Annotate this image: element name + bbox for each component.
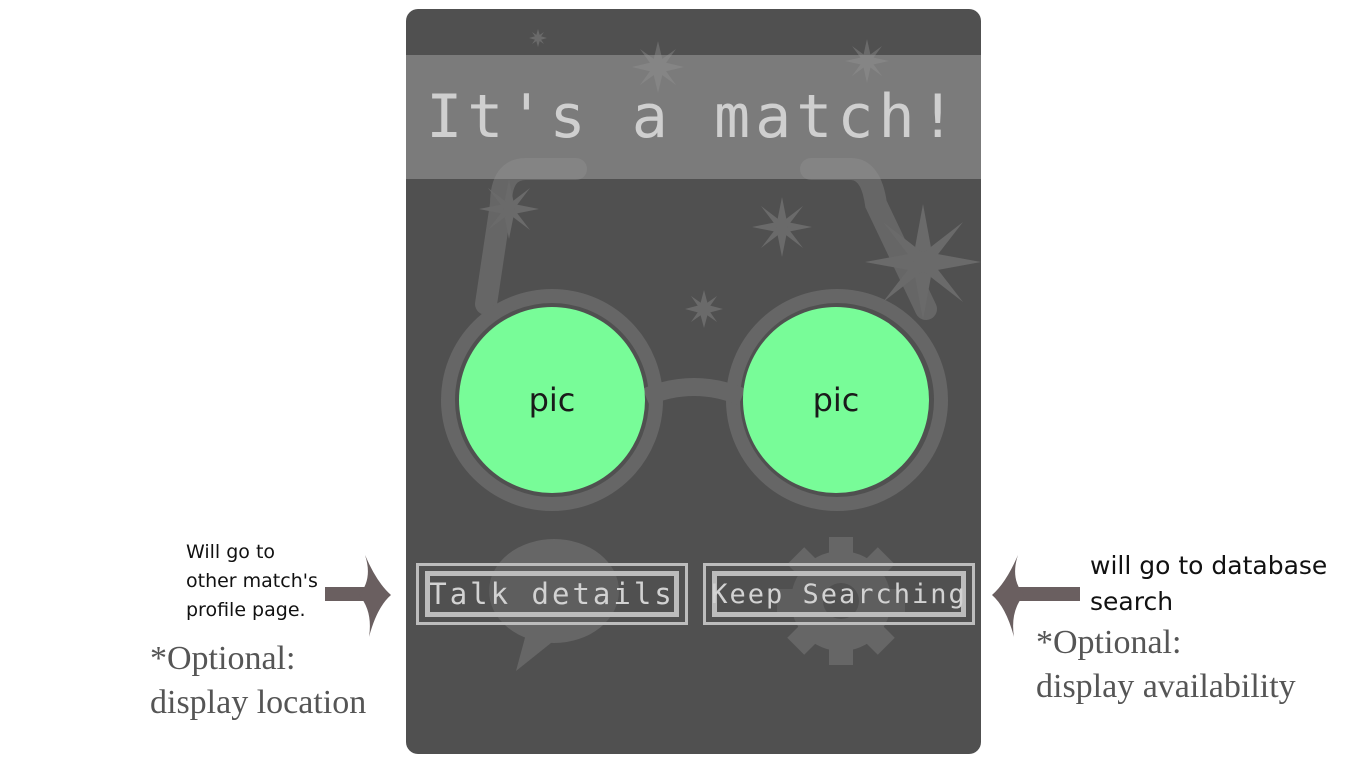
keep-searching-button[interactable]: Keep Searching [703,563,975,625]
talk-details-button[interactable]: Talk details [416,563,688,625]
match-screen: It's a match! pic pic Talk details Keep … [406,9,981,754]
title-banner: It's a match! [406,55,981,179]
arrow-right-icon [325,555,391,637]
talk-details-label: Talk details [429,577,675,611]
annotation-line: *Optional: [150,640,296,677]
annotation-line: search [1090,587,1174,616]
button-frame [425,571,679,617]
button-frame [712,571,966,617]
keep-searching-label: Keep Searching [711,578,967,610]
right-optional-note: *Optional: display availability [1036,621,1296,709]
profile-pic-right[interactable]: pic [743,307,929,493]
annotation-line: *Optional: [1036,624,1182,661]
page-title: It's a match! [426,82,961,152]
annotation-line: profile page. [186,599,306,621]
annotation-line: display location [150,684,367,721]
left-annotation-note: Will go to other match's profile page. [186,538,336,625]
gear-icon [777,537,905,665]
profile-pic-left[interactable]: pic [459,307,645,493]
annotation-line: Will go to [186,541,276,563]
annotation-line: other match's [186,570,318,592]
left-optional-note: *Optional: display location [150,637,366,725]
annotation-line: display availability [1036,668,1296,705]
arrow-left-icon [992,555,1080,637]
annotation-line: will go to database [1090,551,1328,580]
right-annotation-note: will go to database search [1090,548,1360,620]
